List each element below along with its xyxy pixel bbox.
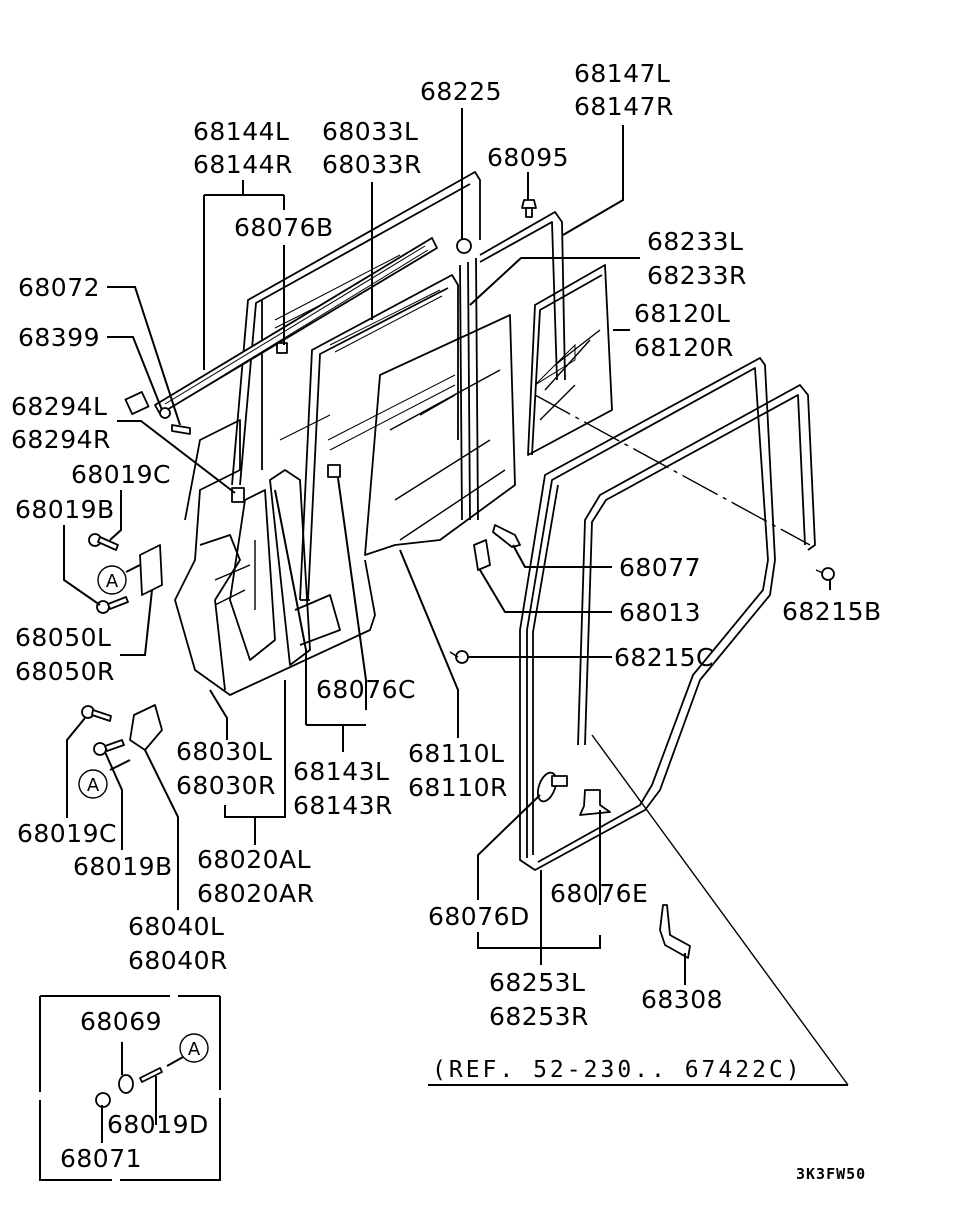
label-68143R: 68143R bbox=[293, 791, 393, 820]
division-channel bbox=[456, 238, 479, 521]
label-68033L: 68033L bbox=[322, 117, 418, 146]
label-68120R: 68120R bbox=[634, 333, 734, 362]
label-68147R: 68147R bbox=[574, 92, 674, 121]
label-68095: 68095 bbox=[487, 143, 569, 172]
callout-a-label: A bbox=[106, 571, 119, 592]
label-68076C: 68076C bbox=[316, 675, 416, 704]
label-68110R: 68110R bbox=[408, 773, 508, 802]
label-68143L: 68143L bbox=[293, 757, 389, 786]
label-68019C-bottom: 68019C bbox=[17, 819, 117, 848]
diagram-code: 3K3FW50 bbox=[796, 1165, 866, 1183]
label-68225: 68225 bbox=[420, 77, 502, 106]
label-68013: 68013 bbox=[619, 598, 701, 627]
label-68215B: 68215B bbox=[782, 597, 882, 626]
label-68144L: 68144L bbox=[193, 117, 289, 146]
label-68050R: 68050R bbox=[15, 657, 115, 686]
weatherstrip-piece bbox=[659, 904, 691, 959]
glass-run-channel bbox=[299, 274, 459, 601]
quarter-glass bbox=[527, 264, 613, 456]
upper-weatherstrip bbox=[479, 211, 566, 381]
callout-a-bottom: A bbox=[78, 769, 108, 799]
label-68071: 68071 bbox=[60, 1144, 142, 1173]
alignment-line bbox=[534, 394, 811, 546]
label-68233L: 68233L bbox=[647, 227, 743, 256]
callout-a-label: A bbox=[87, 775, 100, 796]
belt-molding bbox=[124, 237, 438, 415]
callout-a-inset: A bbox=[179, 1033, 209, 1063]
label-68072: 68072 bbox=[18, 273, 100, 302]
inner-weatherstrip bbox=[577, 384, 816, 746]
label-68040L: 68040L bbox=[128, 912, 224, 941]
callout-a-label: A bbox=[188, 1039, 201, 1060]
fasteners bbox=[159, 199, 835, 816]
label-68069: 68069 bbox=[80, 1007, 162, 1036]
callout-a-top: A bbox=[97, 565, 127, 595]
label-68253R: 68253R bbox=[489, 1002, 589, 1031]
label-68020AL: 68020AL bbox=[197, 845, 311, 874]
door-panel bbox=[174, 419, 376, 696]
label-68020AR: 68020AR bbox=[197, 879, 315, 908]
label-68030R: 68030R bbox=[176, 771, 276, 800]
inset-fasteners bbox=[95, 1067, 163, 1108]
reference-note: (REF. 52-230.. 67422C) bbox=[432, 1057, 803, 1083]
hinges bbox=[81, 533, 163, 756]
label-68040R: 68040R bbox=[128, 946, 228, 975]
label-68077: 68077 bbox=[619, 553, 701, 582]
label-68030L: 68030L bbox=[176, 737, 272, 766]
door-opening-weatherstrip bbox=[519, 357, 776, 871]
label-68308: 68308 bbox=[641, 985, 723, 1014]
label-68233R: 68233R bbox=[647, 261, 747, 290]
part-labels: 68144L 68144R 68033L 68033R 68225 68147L… bbox=[11, 59, 882, 1173]
label-68215C: 68215C bbox=[614, 643, 714, 672]
label-68076E: 68076E bbox=[550, 879, 648, 908]
label-68294L: 68294L bbox=[11, 392, 107, 421]
label-68399: 68399 bbox=[18, 323, 100, 352]
inset-detail-box bbox=[39, 995, 221, 1181]
label-68033R: 68033R bbox=[322, 150, 422, 179]
label-68120L: 68120L bbox=[634, 299, 730, 328]
label-68076B: 68076B bbox=[234, 213, 334, 242]
leader-lines bbox=[63, 108, 849, 1143]
label-68050L: 68050L bbox=[15, 623, 111, 652]
label-68076D: 68076D bbox=[428, 902, 530, 931]
label-68253L: 68253L bbox=[489, 968, 585, 997]
label-68144R: 68144R bbox=[193, 150, 293, 179]
door-glass bbox=[364, 314, 516, 556]
label-68019B-top: 68019B bbox=[15, 495, 115, 524]
label-68294R: 68294R bbox=[11, 425, 111, 454]
label-68110L: 68110L bbox=[408, 739, 504, 768]
label-68019B-bottom: 68019B bbox=[73, 852, 173, 881]
label-68019D: 68019D bbox=[107, 1110, 209, 1139]
label-68147L: 68147L bbox=[574, 59, 670, 88]
label-68019C-top: 68019C bbox=[71, 460, 171, 489]
